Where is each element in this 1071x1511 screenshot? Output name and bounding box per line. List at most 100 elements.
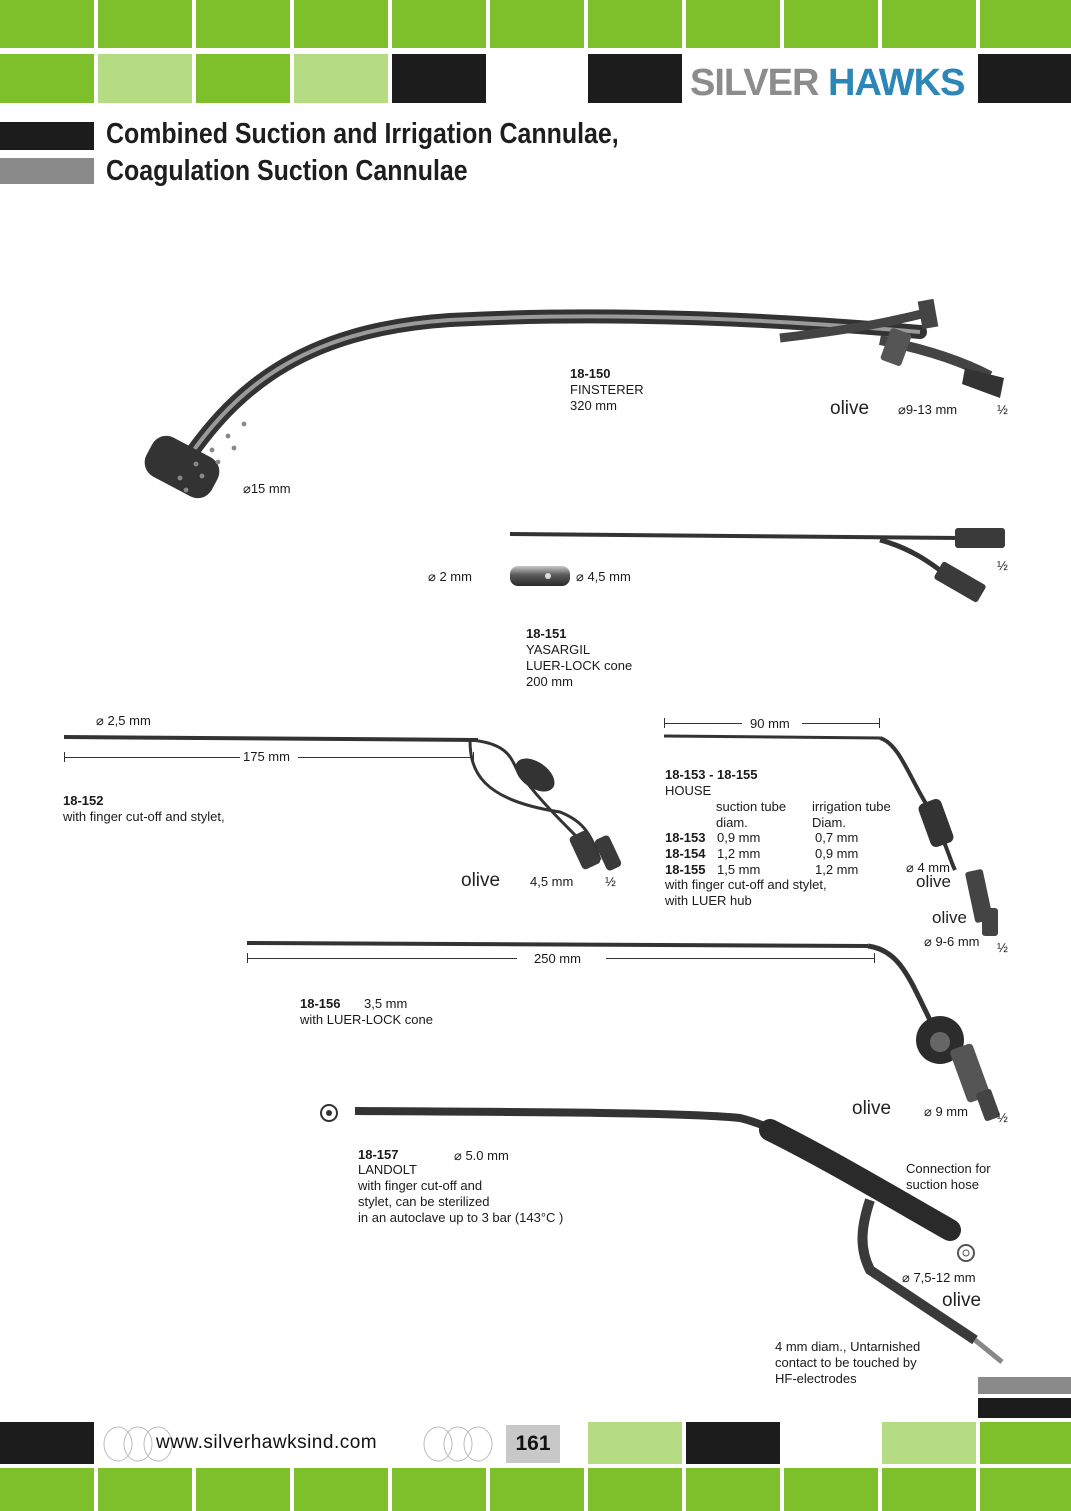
length-18-153: 90 mm	[750, 716, 790, 731]
olive-label-18-157: olive	[942, 1290, 982, 1311]
color-block	[588, 0, 682, 48]
desc-18-152: with finger cut-off and stylet,	[63, 809, 225, 824]
length-18-151: 200 mm	[526, 674, 573, 689]
scale-18-156: ½	[997, 1110, 1008, 1125]
color-block	[0, 54, 94, 103]
code-18-156: 18-156	[300, 996, 341, 1011]
color-block	[294, 1468, 388, 1511]
name-18-157: LANDOLT	[358, 1162, 417, 1177]
color-block	[686, 0, 780, 48]
color-block	[882, 1468, 976, 1511]
instrument-18-151	[509, 528, 1005, 603]
length-18-152: 175 mm	[243, 749, 290, 764]
dimension-line	[802, 723, 879, 724]
table-row-irrigation: 1,2 mm	[815, 862, 859, 877]
color-block	[588, 1468, 682, 1511]
olive-label-18-152: olive	[461, 870, 501, 891]
conn2-18-157: suction hose	[906, 1177, 979, 1192]
page-title-line-2: Coagulation Suction Cannulae	[106, 155, 468, 187]
website-banner: www.silverhawksind.com	[98, 1424, 498, 1464]
diam-18-150: ⌀15 mm	[243, 481, 291, 496]
color-block	[98, 0, 192, 48]
olive-label-18-150: olive	[830, 398, 870, 419]
dimension-line	[247, 958, 517, 959]
color-block	[98, 1468, 192, 1511]
instrument-18-157	[320, 1104, 1004, 1364]
desc-18-156: with LUER-LOCK cone	[300, 1012, 433, 1027]
diam-18-152: ⌀ 2,5 mm	[96, 713, 151, 728]
olive1-diam-18-153: ⌀ 4 mm	[906, 860, 950, 875]
col-head-suction: suction tube	[716, 799, 787, 814]
decorative-rings	[103, 1426, 493, 1462]
scale-18-152: ½	[605, 874, 616, 889]
color-block	[882, 0, 976, 48]
color-block	[588, 1422, 682, 1464]
color-block	[686, 1422, 780, 1464]
color-block	[490, 0, 584, 48]
col-head-suction-2: diam.	[716, 815, 748, 830]
color-block	[978, 1377, 1071, 1394]
color-block	[0, 1468, 94, 1511]
color-block	[392, 1468, 486, 1511]
dimension-tick	[247, 953, 248, 963]
desc2-18-157: stylet, can be sterilized	[358, 1194, 490, 1209]
olive2-diam-18-153: ⌀ 9-6 mm	[924, 934, 980, 949]
dimension-line	[606, 958, 874, 959]
table-row-suction: 0,9 mm	[717, 830, 761, 845]
col-head-irrigation: irrigation tube	[812, 799, 891, 814]
scale-18-150: ½	[997, 402, 1008, 417]
page-number: 161	[506, 1425, 560, 1463]
page-title-line-1: Combined Suction and Irrigation Cannulae…	[106, 118, 619, 150]
instrument-18-156	[246, 941, 1000, 1121]
olive-diam-18-156: ⌀ 9 mm	[924, 1104, 968, 1119]
logo-part-1: SILVER	[690, 62, 819, 104]
name-18-153: HOUSE	[665, 783, 712, 798]
contact1-18-157: 4 mm diam., Untarnished	[775, 1339, 921, 1354]
title-bar-dark	[0, 122, 94, 150]
website-url[interactable]: www.silverhawksind.com	[156, 1432, 378, 1453]
table-row-code: 18-154	[665, 846, 706, 861]
scale-18-153: ½	[997, 940, 1008, 955]
color-block	[392, 0, 486, 48]
shaft-diam-18-151: ⌀ 4,5 mm	[576, 569, 631, 584]
color-block	[0, 1422, 94, 1464]
contact3-18-157: HF-electrodes	[775, 1371, 857, 1386]
table-row-irrigation: 0,7 mm	[815, 830, 859, 845]
table-row-code: 18-155	[665, 862, 706, 877]
desc2-18-153: with LUER hub	[665, 893, 752, 908]
color-block	[196, 54, 290, 103]
diam-18-156: 3,5 mm	[364, 996, 408, 1011]
logo-part-2: HAWKS	[828, 62, 965, 104]
table-row-suction: 1,5 mm	[717, 862, 761, 877]
dimension-tick	[664, 718, 665, 728]
color-block	[784, 1468, 878, 1511]
instrument-18-153	[663, 734, 998, 936]
color-block	[392, 54, 486, 103]
conn1-18-157: Connection for	[906, 1161, 991, 1176]
code-18-150: 18-150	[570, 366, 611, 381]
olive1-label-18-153: olive	[916, 872, 951, 891]
diam-18-157: ⌀ 5.0 mm	[454, 1148, 509, 1163]
color-block	[978, 54, 1071, 103]
range-18-153: 18-153 - 18-155	[665, 767, 758, 782]
color-block	[196, 1468, 290, 1511]
color-block	[686, 1468, 780, 1511]
code-18-157: 18-157	[358, 1147, 399, 1162]
color-block	[980, 1422, 1071, 1464]
contact2-18-157: contact to be touched by	[775, 1355, 917, 1370]
color-block	[980, 0, 1071, 48]
table-row-suction: 1,2 mm	[717, 846, 761, 861]
name-18-151: YASARGIL	[526, 642, 591, 657]
color-block	[294, 54, 388, 103]
olive-diam-18-157: ⌀ 7,5-12 mm	[902, 1270, 976, 1285]
desc3-18-157: in an autoclave up to 3 bar (143°C )	[358, 1210, 564, 1225]
code-18-151: 18-151	[526, 626, 567, 641]
instrument-18-150	[144, 298, 1004, 499]
olive-label-18-156: olive	[852, 1098, 892, 1119]
olive-diam-18-152: 4,5 mm	[530, 874, 574, 889]
color-block	[294, 0, 388, 48]
color-block	[196, 0, 290, 48]
color-block	[980, 1468, 1071, 1511]
code-18-152: 18-152	[63, 793, 104, 808]
